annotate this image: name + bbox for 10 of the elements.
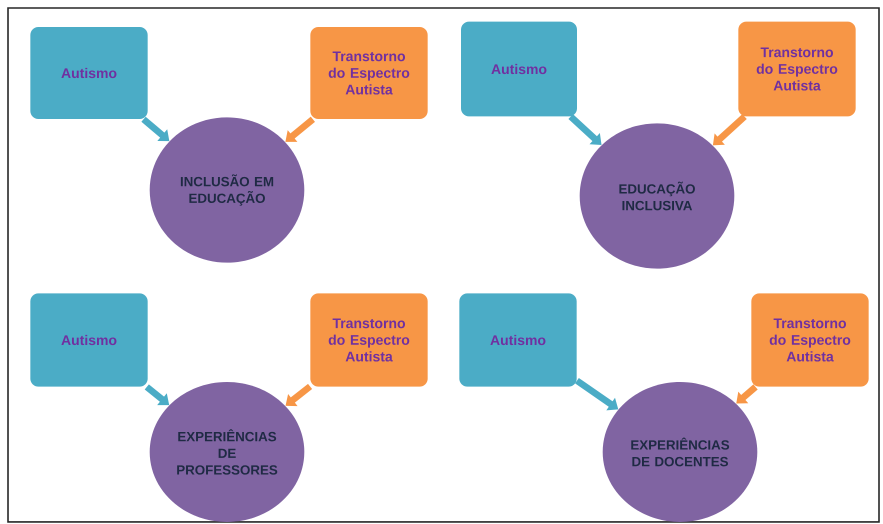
- arrow: [141, 116, 170, 142]
- callout-box: Autismo: [30, 27, 148, 119]
- callout-box: Transtorno do Espectro Autista: [310, 293, 428, 387]
- callout-box: Transtorno do Espectro Autista: [738, 22, 856, 116]
- callout-box: Transtorno do Espectro Autista: [751, 293, 869, 387]
- callout-box: Autismo: [459, 293, 577, 387]
- callout-box: Autismo: [461, 22, 577, 116]
- arrow: [286, 384, 312, 406]
- callout-box: Transtorno do Espectro Autista: [310, 27, 428, 119]
- callout-box: Autismo: [30, 293, 148, 387]
